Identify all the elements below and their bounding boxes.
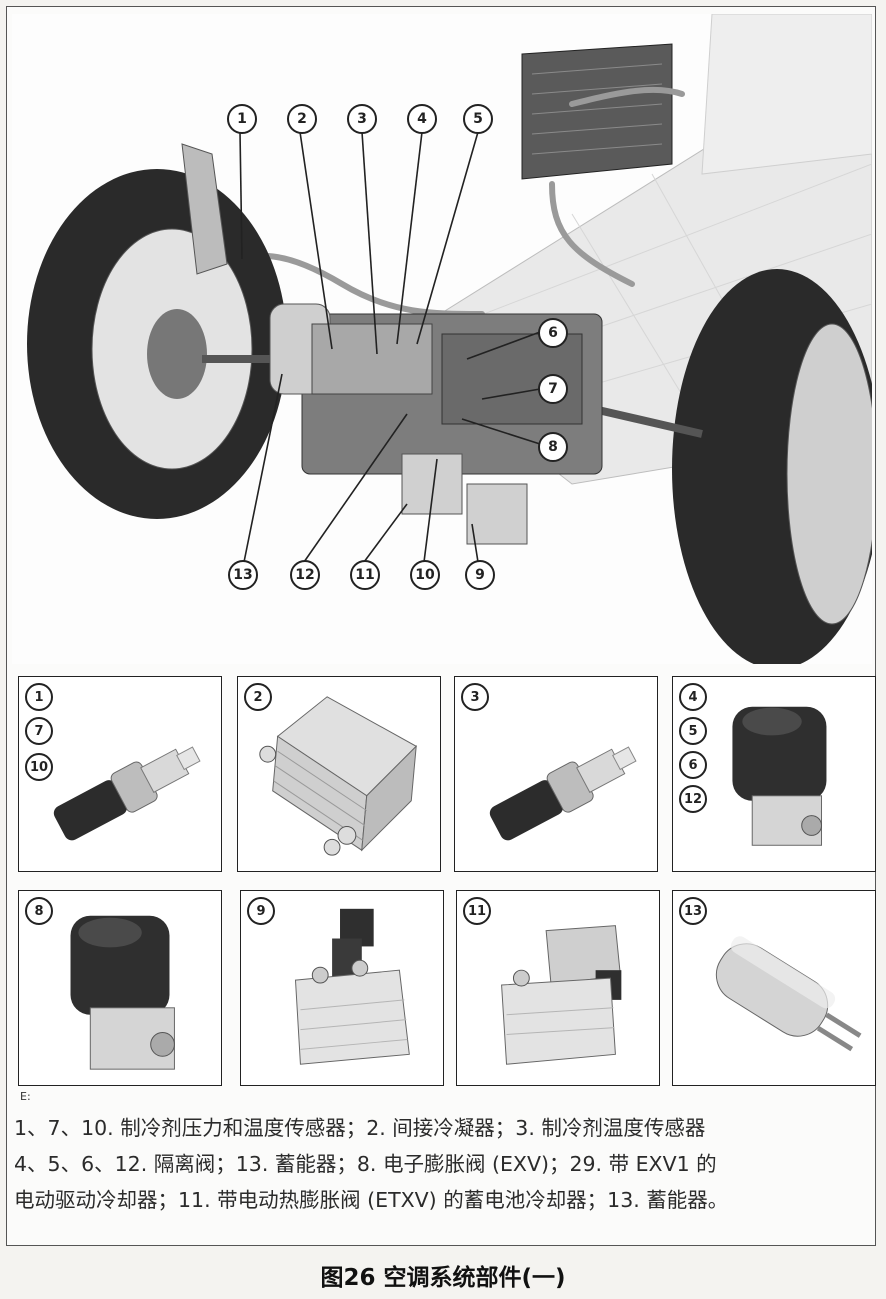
callout-3: 3: [347, 104, 377, 134]
badge: 13: [679, 897, 707, 925]
callout-1: 1: [227, 104, 257, 134]
callout-6: 6: [538, 318, 568, 348]
badge: 12: [679, 785, 707, 813]
electronic-expansion-valve-image: [70, 915, 175, 1070]
badge: 5: [679, 717, 707, 745]
legend-line-3: 电动驱动冷却器；11. 带电动热膨胀阀 (ETXV) 的蓄电池冷却器；13. 蓄…: [14, 1188, 729, 1212]
isolation-valve-image: [732, 706, 827, 846]
temperature-sensor-image: [489, 746, 637, 841]
panel-sensor-1-7-10: 1 7 10: [18, 676, 222, 872]
panel-accumulator-13: 13: [672, 890, 876, 1086]
legend-text: 1、7、10. 制冷剂压力和温度传感器；2. 间接冷凝器；3. 制冷剂温度传感器…: [14, 1110, 874, 1218]
callout-2: 2: [287, 104, 317, 134]
badge: 2: [244, 683, 272, 711]
callout-10: 10: [410, 560, 440, 590]
callout-7: 7: [538, 374, 568, 404]
drive-chiller-image: [294, 908, 410, 1065]
legend-line-1: 1、7、10. 制冷剂压力和温度传感器；2. 间接冷凝器；3. 制冷剂温度传感器: [14, 1116, 706, 1140]
badge: 3: [461, 683, 489, 711]
panel-sensor-3: 3: [454, 676, 658, 872]
panel-chiller-9: 9: [240, 890, 444, 1086]
main-illustration: [12, 14, 872, 664]
panel-condenser-2: 2: [237, 676, 441, 872]
panel-valve-4-5-6-12: 4 5 6 12: [672, 676, 876, 872]
vehicle-chassis-drawing: [27, 14, 872, 664]
callout-5: 5: [463, 104, 493, 134]
indirect-condenser-image: [259, 696, 418, 856]
badge: 10: [25, 753, 53, 781]
image-code: E:: [20, 1090, 31, 1103]
accumulator-image: [715, 936, 862, 1052]
badge: 9: [247, 897, 275, 925]
callout-4: 4: [407, 104, 437, 134]
callout-13: 13: [228, 560, 258, 590]
badge: 1: [25, 683, 53, 711]
battery-chiller-image: [501, 925, 622, 1065]
badge: 4: [679, 683, 707, 711]
badge: 11: [463, 897, 491, 925]
badge: 8: [25, 897, 53, 925]
panel-exv-8: 8: [18, 890, 222, 1086]
pressure-sensor-image: [53, 746, 201, 841]
figure-title: 图26 空调系统部件(一): [320, 1265, 566, 1291]
legend-line-2: 4、5、6、12. 隔离阀；13. 蓄能器；8. 电子膨胀阀 (EXV)；29.…: [14, 1152, 717, 1176]
panel-battery-chiller-11: 11: [456, 890, 660, 1086]
callout-9: 9: [465, 560, 495, 590]
callout-8: 8: [538, 432, 568, 462]
badge: 7: [25, 717, 53, 745]
callout-12: 12: [290, 560, 320, 590]
callout-11: 11: [350, 560, 380, 590]
badge: 6: [679, 751, 707, 779]
